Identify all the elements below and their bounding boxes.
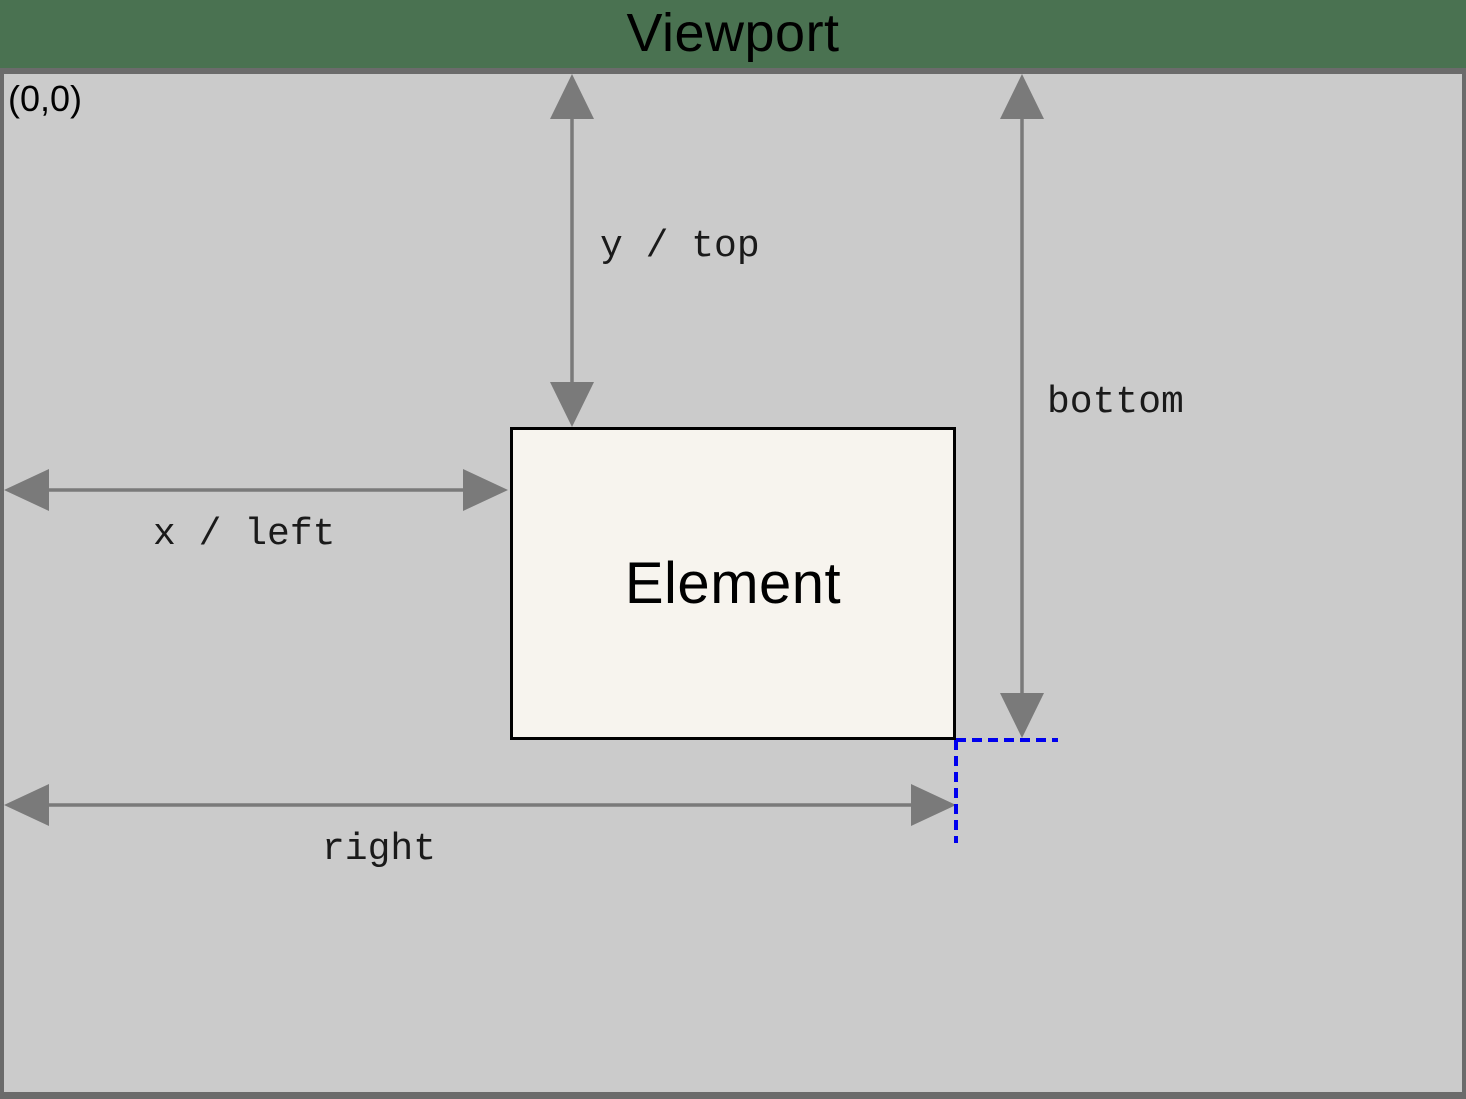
element-label: Element	[624, 551, 842, 616]
right-label: right	[322, 828, 437, 871]
x-left-label: x / left	[153, 513, 336, 556]
right-arrow	[4, 784, 956, 826]
y-top-label: y / top	[600, 225, 760, 268]
origin-coordinates-label: (0,0)	[8, 78, 83, 119]
corner-guide-lines	[954, 738, 1058, 843]
y-top-arrow	[550, 74, 594, 427]
bottom-arrow	[1000, 74, 1044, 738]
bottom-label: bottom	[1047, 381, 1184, 424]
element-box: Element	[510, 427, 956, 740]
x-left-arrow	[4, 469, 508, 511]
viewport-title: Viewport	[626, 3, 840, 63]
